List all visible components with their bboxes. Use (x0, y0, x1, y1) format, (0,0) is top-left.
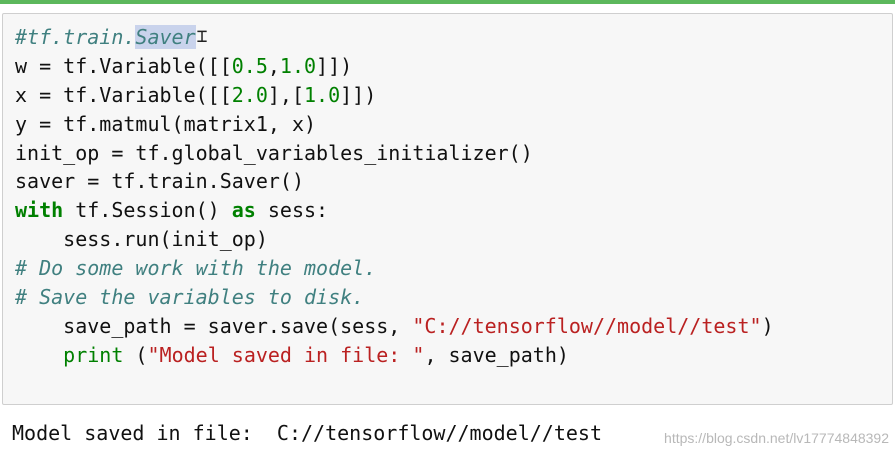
code-editor[interactable]: #tf.train.Saver⌶w = tf.Variable([[0.5,1.… (15, 23, 774, 370)
code-line: #tf.train.Saver⌶ (15, 23, 774, 52)
code-token: save_path = saver.save(sess, (15, 313, 413, 338)
code-line: # Do some work with the model. (15, 254, 774, 283)
code-token: print (63, 342, 124, 367)
code-token: Saver (135, 25, 196, 49)
code-token: init_op = tf.global_variables_initialize… (15, 140, 533, 165)
cell-output-area: Model saved in file: C://tensorflow//mod… (0, 405, 895, 457)
code-line: w = tf.Variable([[0.5,1.0]]) (15, 52, 774, 81)
code-token: ]]) (316, 53, 353, 78)
code-token: ( (123, 342, 148, 367)
code-cell[interactable]: #tf.train.Saver⌶w = tf.Variable([[0.5,1.… (2, 13, 893, 405)
code-token: 2.0 (231, 82, 268, 107)
code-token: ],[ (267, 82, 304, 107)
code-token: 1.0 (304, 82, 341, 107)
code-token: , save_path) (424, 342, 569, 367)
code-token: # Do some work with the model. (15, 256, 377, 281)
code-token: sess.run(init_op) (15, 227, 268, 252)
code-line: save_path = saver.save(sess, "C://tensor… (15, 312, 774, 341)
code-line: init_op = tf.global_variables_initialize… (15, 139, 774, 168)
output-text: Model saved in file: C://tensorflow//mod… (12, 421, 603, 445)
code-token: #tf.train. (15, 25, 136, 49)
watermark: https://blog.csdn.net/lv17774848392 (664, 430, 889, 446)
code-line: with tf.Session() as sess: (15, 196, 774, 225)
code-token: 1.0 (279, 53, 317, 78)
code-token: saver = tf.train.Saver() (15, 169, 304, 194)
cell-selected-border (0, 0, 895, 4)
code-token: x = tf.Variable([[ (15, 82, 232, 107)
code-line: # Save the variables to disk. (15, 283, 774, 312)
text-cursor-icon: ⌶ (196, 26, 208, 47)
code-token: tf.Session() (63, 198, 232, 223)
code-line: saver = tf.train.Saver() (15, 167, 774, 196)
code-token: "C://tensorflow//model//test" (412, 313, 762, 338)
code-token: with (15, 198, 64, 223)
code-token: ) (761, 313, 774, 338)
code-token: , (267, 53, 280, 78)
code-token: 0.5 (231, 53, 268, 78)
code-token (15, 343, 63, 367)
code-line: print ("Model saved in file: ", save_pat… (15, 341, 774, 370)
code-token: sess: (255, 198, 329, 223)
code-token: as (231, 198, 256, 223)
code-token: y = tf.matmul(matrix1, x) (15, 111, 317, 136)
code-line: sess.run(init_op) (15, 225, 774, 254)
code-line: y = tf.matmul(matrix1, x) (15, 110, 774, 139)
code-token: ]]) (340, 82, 377, 107)
code-token: w = tf.Variable([[ (15, 53, 232, 78)
code-token: "Model saved in file: " (147, 342, 425, 367)
code-line: x = tf.Variable([[2.0],[1.0]]) (15, 81, 774, 110)
code-token: # Save the variables to disk. (15, 285, 365, 310)
